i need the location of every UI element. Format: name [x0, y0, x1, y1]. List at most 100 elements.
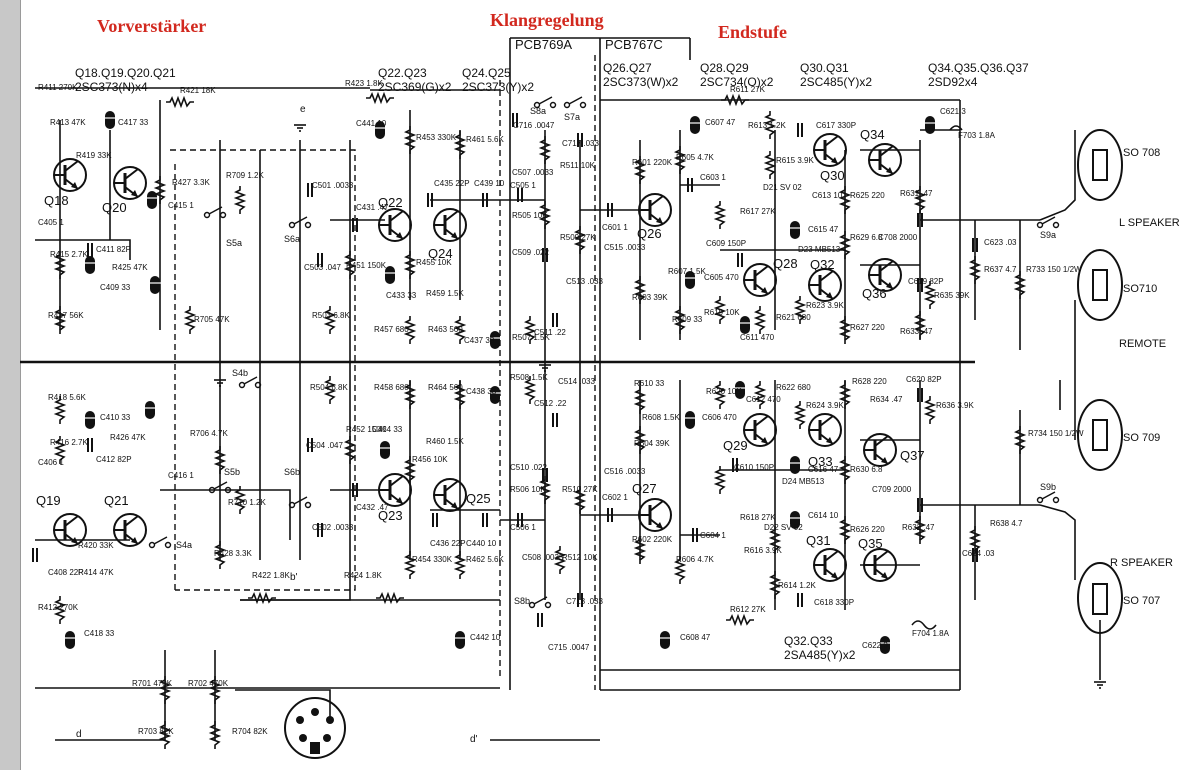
- switch-label-s4b: S4b: [232, 368, 248, 378]
- component-label-r606: R606 4.7K: [676, 555, 714, 564]
- component-label-r418: R418 5.6K: [48, 393, 86, 402]
- component-label-c504: C504 .047: [306, 441, 343, 450]
- component-label-r619: R619 10K: [704, 308, 740, 317]
- component-label-r635: R635 39K: [934, 291, 970, 300]
- component-label-r701: R701 470K: [132, 679, 173, 688]
- component-label-r637: R637 4.7: [984, 265, 1017, 274]
- component-label-r704: R704 82K: [232, 727, 268, 736]
- component-label-r412: R412 270K: [38, 603, 79, 612]
- transistor-label-q32: Q32: [810, 257, 835, 272]
- component-label-c606: C606 470: [702, 413, 737, 422]
- component-label-r415: R415 2.7K: [50, 250, 88, 259]
- component-label-c408: C408 22P: [48, 568, 84, 577]
- component-label-r511: R511 10K: [560, 161, 596, 170]
- component-label-r463: R463 560: [428, 325, 463, 334]
- component-label-r458: R458 680: [374, 383, 409, 392]
- transistor-symbol-q22: [377, 207, 413, 243]
- component-label-r703: R703 82K: [138, 727, 174, 736]
- component-label-r710: R710 1.2K: [228, 498, 266, 507]
- component-label-c440: C440 10: [466, 539, 497, 548]
- component-label-c439: C439 10: [474, 179, 505, 188]
- transistor-label-q36: Q36: [862, 286, 887, 301]
- component-label-r416: R416 2.7K: [50, 438, 88, 447]
- component-label-c603: C603 1: [700, 173, 726, 182]
- transistor-header-line1: Q26.Q27: [603, 61, 652, 75]
- connector-so707[interactable]: [1077, 562, 1123, 634]
- din-input-socket[interactable]: [284, 697, 346, 759]
- transistor-header-line2: 2SC373(N)x4: [75, 80, 148, 94]
- transistor-header-line1: Q18.Q19.Q20.Q21: [75, 66, 176, 80]
- component-label-r702: R702 470K: [188, 679, 229, 688]
- transistor-label-q23: Q23: [378, 508, 403, 523]
- component-label-r421: R421 18K: [180, 86, 216, 95]
- transistor-symbol-q37: [862, 432, 898, 468]
- component-label-r617: R617 27K: [740, 207, 776, 216]
- component-label-r457: R457 680: [374, 325, 409, 334]
- transistor-symbol-q32: [807, 267, 843, 303]
- switch-label-s5a: S5a: [226, 238, 242, 248]
- component-label-c510: C510 .022: [510, 463, 547, 472]
- component-label-d21: D21 SV 02: [763, 183, 802, 192]
- transistor-symbol-q33: [807, 412, 843, 448]
- component-label-c437: C437 33: [464, 336, 495, 345]
- component-label-r426: R426 47K: [110, 433, 146, 442]
- component-label-c409: C409 33: [100, 283, 131, 292]
- connector-so710[interactable]: [1077, 249, 1123, 321]
- connector-label-so710: SO710: [1123, 283, 1157, 295]
- bottom-note-line2: 2SA485(Y)x2: [784, 648, 856, 662]
- transistor-header-line2: 2SC734(O)x2: [700, 75, 774, 89]
- component-label-c601: C601 1: [602, 223, 628, 232]
- component-label-c436: C436 22P: [430, 539, 466, 548]
- connector-so708[interactable]: [1077, 129, 1123, 201]
- component-label-c620: C620 82P: [906, 375, 942, 384]
- connector-so709[interactable]: [1077, 399, 1123, 471]
- component-label-r417: R417 56K: [48, 311, 84, 320]
- transistor-label-q28: Q28: [773, 256, 798, 271]
- component-label-r623: R623 3.9K: [806, 301, 844, 310]
- component-label-c442: C442 10: [470, 633, 501, 642]
- window-scrollbar[interactable]: [0, 0, 21, 770]
- component-label-c709: C709 2000: [872, 485, 912, 494]
- component-label-r425: R425 47K: [112, 263, 148, 272]
- component-label-c416: C416 1: [168, 471, 194, 480]
- component-label-r411: R411 270K: [38, 83, 78, 92]
- bottom-note-line1: Q32.Q33: [784, 634, 833, 648]
- component-label-r609: R609 33: [672, 315, 703, 324]
- connector-label-so707: SO 707: [1123, 595, 1160, 607]
- component-label-r638: R638 4.7: [990, 519, 1023, 528]
- transistor-symbol-q20: [112, 165, 148, 201]
- component-label-r454: R454 330K: [412, 555, 453, 564]
- component-label-c512: C512 .22: [534, 399, 567, 408]
- transistor-label-q18: Q18: [44, 193, 69, 208]
- component-label-r427: R427 3.3K: [172, 178, 210, 187]
- section-title-preamp: Vorverstärker: [97, 16, 207, 36]
- component-label-c406: C406 1: [38, 458, 64, 467]
- component-label-r413: R413 47K: [50, 118, 86, 127]
- transistor-label-q29: Q29: [723, 438, 748, 453]
- transistor-header-line1: Q34.Q35.Q36.Q37: [928, 61, 1029, 75]
- component-label-c618: C618 330P: [814, 598, 854, 607]
- component-label-c621: C621 3: [940, 107, 966, 116]
- transistor-symbol-q28: [742, 262, 778, 298]
- transistor-symbol-q31: [812, 547, 848, 583]
- component-label-r627: R627 220: [850, 323, 885, 332]
- transistor-symbol-q30: [812, 132, 848, 168]
- component-label-r633: R633 .47: [900, 327, 933, 336]
- component-label-c608: C608 47: [680, 633, 711, 642]
- component-label-r734: R734 150 1/2W: [1028, 429, 1084, 438]
- passive-parts: [32, 93, 1107, 750]
- transistor-symbol-q18: [52, 157, 88, 193]
- transistor-symbol-q26: [637, 192, 673, 228]
- component-label-d23: D23 MB513: [798, 245, 841, 254]
- component-label-c434: C434 33: [372, 425, 403, 434]
- component-label-c604: C604 1: [700, 531, 726, 540]
- connector-label-so708: SO 708: [1123, 147, 1160, 159]
- transistor-label-q27: Q27: [632, 481, 657, 496]
- component-label-r621: R621 680: [776, 313, 811, 322]
- component-label-f704: F704 1.8A: [912, 629, 950, 638]
- component-label-r507: R507 1.5K: [512, 333, 550, 342]
- board-label-power: PCB767C: [605, 37, 663, 52]
- component-label-c502: C502 .0033: [312, 523, 354, 532]
- component-label-c622: C622 3: [862, 641, 888, 650]
